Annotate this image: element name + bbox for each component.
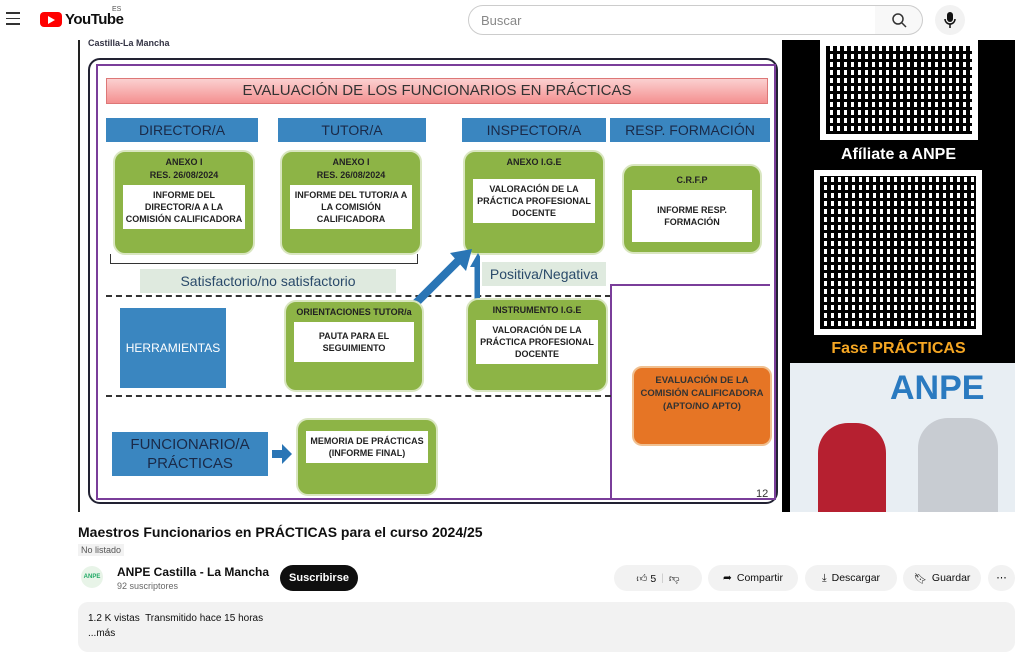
divider xyxy=(106,295,611,297)
microphone-icon xyxy=(944,12,956,28)
video-player[interactable]: Castilla-La Mancha EVALUACIÓN DE LOS FUN… xyxy=(78,38,1015,512)
search-button[interactable] xyxy=(875,5,923,35)
share-icon: ➦ xyxy=(723,572,732,584)
thumbs-down-icon: 👎︎ xyxy=(668,572,680,585)
herramientas-box: HERRAMIENTAS xyxy=(120,308,226,388)
channel-name[interactable]: ANPE Castilla - La Mancha xyxy=(117,565,270,579)
bracket xyxy=(110,254,418,264)
funcionario-box: FUNCIONARIO/A PRÁCTICAS xyxy=(112,432,268,476)
box-memoria: MEMORIA DE PRÁCTICAS (INFORME FINAL) xyxy=(296,418,438,496)
role-resp-formacion: RESP. FORMACIÓN xyxy=(610,118,770,142)
visibility-badge: No listado xyxy=(78,544,125,556)
share-button[interactable]: ➦Compartir xyxy=(708,565,798,591)
person xyxy=(818,423,886,512)
positiva-label: Positiva/Negativa xyxy=(482,262,606,286)
purple-divider xyxy=(610,284,770,500)
anpe-logo: ANPE xyxy=(890,369,985,407)
channel-avatar[interactable]: ANPE xyxy=(81,566,103,588)
person xyxy=(918,418,998,512)
download-icon: ⤓ xyxy=(821,571,827,584)
afiliate-label: Afíliate a ANPE xyxy=(841,146,956,163)
youtube-logo[interactable]: YouTube xyxy=(40,11,124,28)
microphone-button[interactable] xyxy=(935,5,965,35)
bookmark-icon: 🔖︎ xyxy=(913,572,927,585)
like-button[interactable]: 👍︎ 5 xyxy=(636,572,657,585)
thumbs-up-icon: 👍︎ xyxy=(636,572,648,585)
slide-inner-frame xyxy=(96,64,776,500)
download-button[interactable]: ⤓Descargar xyxy=(805,565,897,591)
arrow-right xyxy=(272,444,292,464)
search-input[interactable]: Buscar xyxy=(468,5,876,35)
divider xyxy=(106,395,611,397)
slide-frame xyxy=(88,58,778,504)
evaluacion-box: EVALUACIÓN DE LA COMISIÓN CALIFICADORA (… xyxy=(632,366,772,446)
more-icon: ⋯ xyxy=(996,572,1007,584)
satisfactorio-label: Satisfactorio/no satisfactorio xyxy=(140,269,396,293)
description-box[interactable]: 1.2 K vistas Transmitido hace 15 horas .… xyxy=(78,602,1015,652)
slide-title: EVALUACIÓN DE LOS FUNCIONARIOS EN PRÁCTI… xyxy=(106,78,768,104)
save-button[interactable]: 🔖︎Guardar xyxy=(903,565,981,591)
more-actions-button[interactable]: ⋯ xyxy=(988,565,1015,591)
dislike-button[interactable]: 👎︎ xyxy=(669,572,680,585)
role-tutor: TUTOR/A xyxy=(278,118,426,142)
role-inspector: INSPECTOR/A xyxy=(462,118,606,142)
subscribe-button[interactable]: Suscribirse xyxy=(280,565,358,591)
webcam-feed: ANPE xyxy=(790,363,1015,512)
fase-label: Fase PRÁCTICAS xyxy=(831,340,966,357)
slide: Castilla-La Mancha EVALUACIÓN DE LOS FUN… xyxy=(78,38,782,512)
slide-org-label: Castilla-La Mancha xyxy=(88,38,170,48)
region-code: ES xyxy=(112,6,122,13)
search-icon xyxy=(891,13,907,28)
slide-number: 12 xyxy=(756,488,769,500)
qr-code xyxy=(820,40,978,140)
subscriber-count: 92 suscriptores xyxy=(117,581,179,591)
side-panel: Afíliate a ANPE Fase PRÁCTICAS ANPE xyxy=(782,40,1015,512)
like-dislike-group: 👍︎ 5 | 👎︎ xyxy=(614,565,702,591)
video-title: Maestros Funcionarios en PRÁCTICAS para … xyxy=(78,524,483,540)
qr-code xyxy=(814,170,982,335)
menu-button[interactable] xyxy=(6,12,20,29)
play-icon xyxy=(40,12,62,27)
role-director: DIRECTOR/A xyxy=(106,118,258,142)
show-more-link[interactable]: ...más xyxy=(88,628,116,639)
view-stats: 1.2 K vistas Transmitido hace 15 horas xyxy=(88,613,264,624)
